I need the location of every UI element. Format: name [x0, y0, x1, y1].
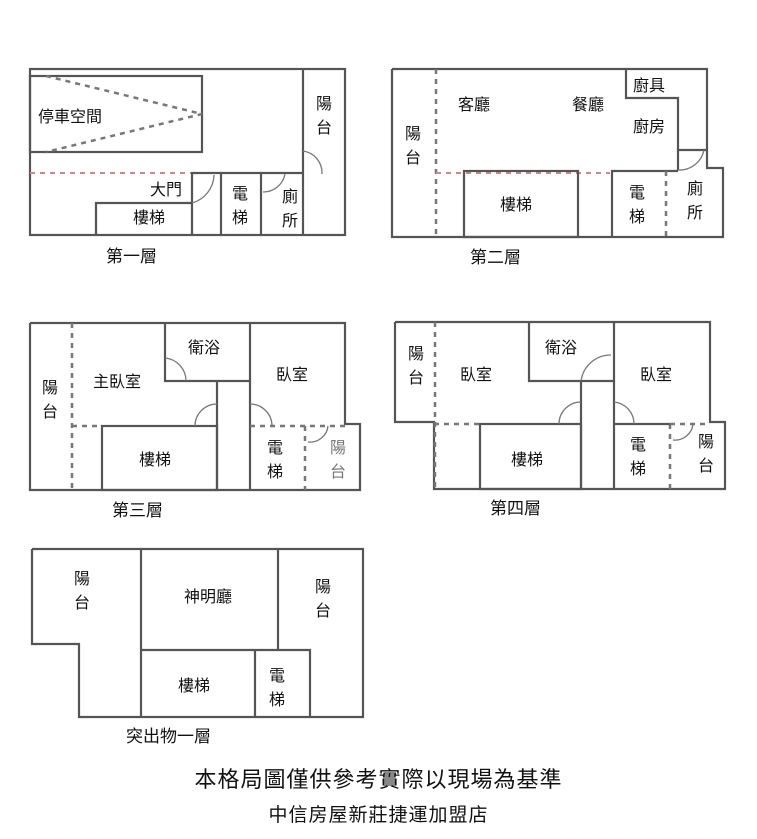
- room-label-parking: 停車空間: [38, 107, 103, 126]
- room-label-kitchen: 廚房: [633, 117, 666, 136]
- room-label-bathroom: 衛浴: [188, 338, 221, 357]
- room-label-shrine-hall: 神明廳: [184, 587, 233, 606]
- room-label-bedroom: 臥室: [276, 365, 309, 384]
- room-label-balcony-right: 陽台: [329, 438, 346, 481]
- floor-3-plan: [28, 321, 362, 492]
- room-label-stairs: 樓梯: [139, 450, 172, 469]
- room-label-stairs: 樓梯: [133, 208, 166, 227]
- floor-1-plan: [28, 67, 347, 237]
- room-label-elevator: 電梯: [268, 666, 285, 709]
- roof-floor-plan: [30, 547, 365, 719]
- room-label-stairs: 樓梯: [178, 676, 211, 695]
- room-label-master-bedroom: 主臥室: [93, 372, 142, 391]
- floor-caption: 第一層: [106, 247, 157, 267]
- room-label-toilet: 廁所: [686, 179, 703, 222]
- agency-name: 中信房屋新莊捷運加盟店: [268, 804, 489, 826]
- floor-4-plan: [393, 320, 727, 491]
- room-label-bedroom-right: 臥室: [640, 365, 673, 384]
- room-label-balcony: 陽台: [404, 124, 421, 167]
- room-label-elevator: 電梯: [629, 435, 646, 478]
- room-label-toilet: 廁所: [281, 187, 298, 230]
- room-label-dining-room: 餐廳: [572, 95, 605, 114]
- room-label-balcony-right: 陽台: [314, 577, 331, 620]
- floor-2-plan: [390, 67, 725, 239]
- room-label-balcony-left: 陽台: [73, 569, 90, 612]
- room-label-balcony: 陽台: [315, 94, 332, 137]
- room-label-balcony-left: 陽台: [41, 378, 58, 421]
- room-label-bathroom: 衛浴: [545, 338, 578, 357]
- floor-caption: 第三層: [112, 501, 163, 521]
- room-label-elevator: 電梯: [231, 184, 248, 227]
- floor-caption: 第二層: [470, 248, 521, 268]
- room-label-stairs: 樓梯: [500, 195, 533, 214]
- floor-caption: 突出物一層: [126, 727, 211, 747]
- room-label-stairs: 樓梯: [511, 450, 544, 469]
- disclaimer-text: 本格局圖僅供參考實際以現場為基準: [194, 768, 563, 793]
- floor-caption: 第四層: [490, 499, 541, 519]
- room-label-bedroom-left: 臥室: [460, 365, 493, 384]
- room-label-living-room: 客廳: [458, 95, 491, 114]
- room-label-balcony-left: 陽台: [407, 344, 424, 387]
- room-label-elevator: 電梯: [628, 183, 645, 226]
- room-label-balcony-right: 陽台: [697, 432, 714, 475]
- room-label-main-door: 大門: [150, 180, 183, 199]
- room-label-elevator: 電梯: [266, 438, 283, 481]
- room-label-kitchen-equipment: 廚具: [633, 76, 666, 95]
